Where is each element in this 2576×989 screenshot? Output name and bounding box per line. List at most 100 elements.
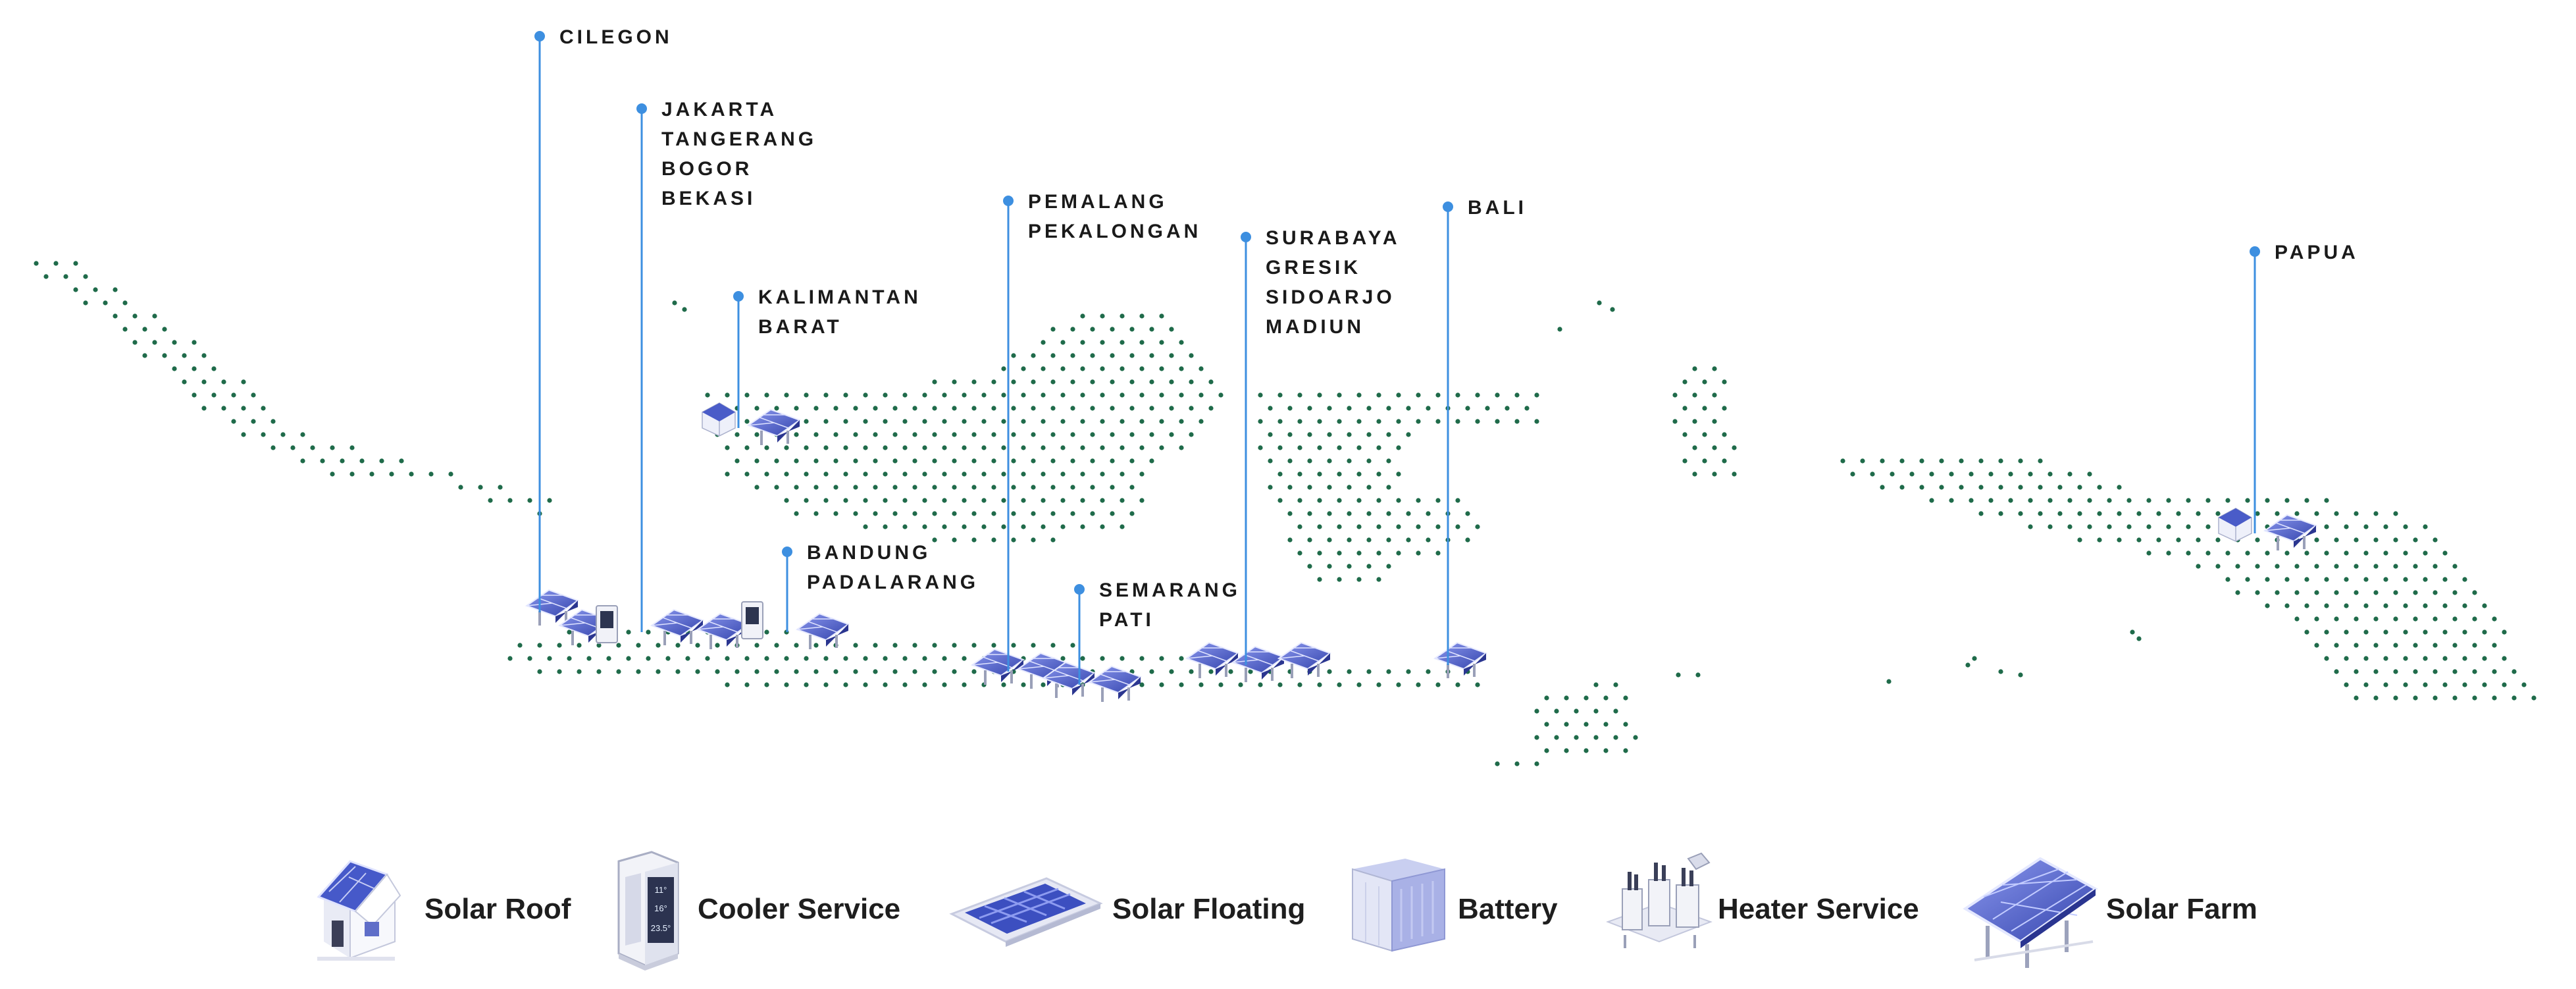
map-dot <box>2265 577 2270 582</box>
map-dot <box>942 471 947 477</box>
map-dot <box>1041 340 1046 345</box>
map-dot <box>152 340 157 345</box>
map-dot <box>863 656 868 661</box>
map-dot <box>962 524 967 529</box>
map-dot <box>2363 656 2369 661</box>
map-dot <box>132 340 138 345</box>
map-dot <box>73 261 78 266</box>
map-dot <box>1682 432 1687 437</box>
map-dot <box>1139 419 1145 424</box>
map-dot <box>1060 419 1066 424</box>
map-dot <box>1169 669 1174 674</box>
map-dot <box>2275 564 2280 569</box>
map-dot <box>1090 432 1095 437</box>
map-dot <box>636 669 641 674</box>
map-dot <box>2225 577 2230 582</box>
map-dot <box>1070 458 1075 464</box>
map-dot <box>892 669 898 674</box>
map-dot <box>794 432 799 437</box>
map-dot <box>616 643 621 648</box>
map-dot <box>1534 708 1539 714</box>
map-dot <box>73 287 78 292</box>
map-dot <box>2423 577 2428 582</box>
map-dot <box>1554 735 1559 740</box>
map-dot <box>1070 643 1075 648</box>
map-dot <box>1969 498 1974 503</box>
pin-dot <box>2250 246 2260 257</box>
map-dot <box>1129 353 1135 358</box>
map-dot <box>1297 419 1302 424</box>
map-dot <box>1139 366 1145 371</box>
map-dot <box>1159 313 1164 319</box>
map-dot <box>458 485 463 490</box>
map-dot <box>1317 550 1322 556</box>
map-dot <box>725 392 730 398</box>
map-dot <box>1011 432 1016 437</box>
map-dot <box>1406 669 1411 674</box>
map-dot <box>1080 445 1085 450</box>
map-dot <box>1208 669 1214 674</box>
map-dot <box>1337 445 1342 450</box>
map-dot <box>2245 577 2250 582</box>
map-dot <box>2215 537 2221 543</box>
map-dot <box>1366 537 1372 543</box>
map-dot <box>1475 419 1480 424</box>
map-dot <box>379 458 384 464</box>
map-dot <box>1080 471 1085 477</box>
map-dot <box>2423 682 2428 687</box>
map-dot <box>1347 432 1352 437</box>
map-dot <box>1702 458 1707 464</box>
map-dot <box>2048 498 2053 503</box>
map-dot <box>1297 498 1302 503</box>
map-dot <box>774 458 779 464</box>
map-dot <box>2502 682 2507 687</box>
map-dot <box>1169 432 1174 437</box>
map-dot <box>1899 485 1905 490</box>
map-dot <box>1988 498 1994 503</box>
map-dot <box>2334 616 2339 622</box>
solar-farm-icon <box>747 408 801 446</box>
map-dot <box>221 379 226 385</box>
map-dot <box>1090 406 1095 411</box>
map-dot <box>1406 537 1411 543</box>
map-dot <box>1011 511 1016 516</box>
map-dot <box>952 511 957 516</box>
map-dot <box>962 419 967 424</box>
map-dot <box>942 419 947 424</box>
map-dot <box>2373 643 2379 648</box>
map-dot <box>2166 498 2171 503</box>
map-dot <box>804 471 809 477</box>
map-dot <box>2205 498 2211 503</box>
map-dot <box>1514 761 1520 766</box>
map-dot <box>1929 498 1934 503</box>
map-dot <box>1277 498 1283 503</box>
map-dot <box>1376 524 1381 529</box>
location-pins: CILEGONJAKARTATANGERANGBOGORBEKASIKALIMA… <box>534 26 2356 685</box>
map-dot <box>823 419 829 424</box>
map-dot <box>1465 511 1470 516</box>
map-dot <box>567 629 572 635</box>
map-dot <box>2186 498 2191 503</box>
map-dot <box>952 406 957 411</box>
map-dot <box>1050 379 1056 385</box>
map-dot <box>2038 485 2043 490</box>
map-dot <box>1090 327 1095 332</box>
map-dot <box>1169 353 1174 358</box>
map-dot <box>1307 564 1312 569</box>
map-dot <box>1129 406 1135 411</box>
map-dot <box>1886 679 1892 684</box>
map-dot <box>843 392 848 398</box>
map-dot <box>1179 656 1184 661</box>
map-dot <box>1110 458 1115 464</box>
map-dot <box>1159 656 1164 661</box>
map-dot <box>705 392 710 398</box>
legend-label: Heater Service <box>1718 893 1919 925</box>
map-dot <box>843 419 848 424</box>
island-dots <box>34 261 2537 766</box>
map-dot <box>764 682 769 687</box>
solar-farm-icon <box>1277 641 1331 680</box>
map-dot <box>1386 485 1391 490</box>
map-dot <box>34 261 39 266</box>
map-dot <box>1287 511 1293 516</box>
solar-farm-icon <box>1963 857 2098 968</box>
